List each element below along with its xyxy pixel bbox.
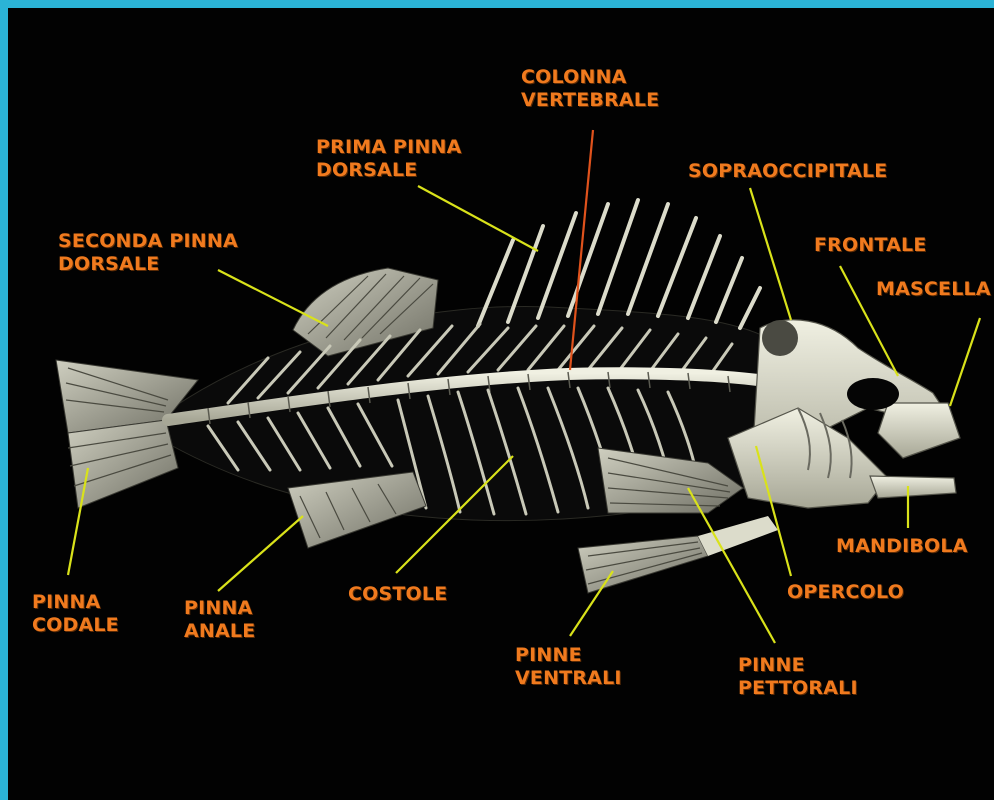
label-seconda-pinna-dorsale-line2: DORSALE <box>58 253 238 276</box>
label-sopraoccipitale-text: SOPRAOCCIPITALE <box>688 160 887 183</box>
label-pinne-pettorali: PINNE PETTORALI <box>738 654 858 700</box>
pointer-pinne-pettorali <box>688 488 775 643</box>
skull <box>728 320 960 508</box>
label-sopraoccipitale: SOPRAOCCIPITALE <box>688 160 887 183</box>
label-costole-text: COSTOLE <box>348 583 447 606</box>
label-pinna-codale-line1: PINNA <box>32 591 119 614</box>
label-frontale: FRONTALE <box>814 234 927 257</box>
label-opercolo: OPERCOLO <box>787 581 904 604</box>
pointer-prima-pinna-dorsale <box>418 186 538 251</box>
label-prima-pinna-dorsale-line1: PRIMA PINNA <box>316 136 462 159</box>
label-pinne-ventrali-line2: VENTRALI <box>515 667 622 690</box>
pointer-seconda-pinna-dorsale <box>218 270 328 326</box>
label-mandibola: MANDIBOLA <box>836 535 968 558</box>
ventral-fin <box>578 516 778 593</box>
label-prima-pinna-dorsale-line2: DORSALE <box>316 159 462 182</box>
label-pinne-ventrali-line1: PINNE <box>515 644 622 667</box>
label-mandibola-text: MANDIBOLA <box>836 535 968 558</box>
label-frontale-text: FRONTALE <box>814 234 927 257</box>
label-pinna-codale-line2: CODALE <box>32 614 119 637</box>
label-pinna-anale: PINNA ANALE <box>184 597 255 643</box>
label-costole: COSTOLE <box>348 583 447 606</box>
label-pinna-codale: PINNA CODALE <box>32 591 119 637</box>
label-pinne-pettorali-line1: PINNE <box>738 654 858 677</box>
pointer-pinna-anale <box>218 516 303 591</box>
label-seconda-pinna-dorsale: SECONDA PINNA DORSALE <box>58 230 238 276</box>
label-opercolo-text: OPERCOLO <box>787 581 904 604</box>
slide-canvas: COLONNA VERTEBRALE PRIMA PINNA DORSALE S… <box>8 8 994 800</box>
label-pinna-anale-line2: ANALE <box>184 620 255 643</box>
label-colonna-vertebrale-line2: VERTEBRALE <box>521 89 659 112</box>
label-prima-pinna-dorsale: PRIMA PINNA DORSALE <box>316 136 462 182</box>
label-mascella: MASCELLA <box>876 278 991 301</box>
label-mascella-text: MASCELLA <box>876 278 991 301</box>
label-colonna-vertebrale-line1: COLONNA <box>521 66 659 89</box>
eye-socket <box>847 378 899 410</box>
pointer-sopraoccipitale <box>750 188 791 320</box>
label-seconda-pinna-dorsale-line1: SECONDA PINNA <box>58 230 238 253</box>
label-pinne-ventrali: PINNE VENTRALI <box>515 644 622 690</box>
label-pinne-pettorali-line2: PETTORALI <box>738 677 858 700</box>
occipital-bulge <box>762 320 798 356</box>
label-pinna-anale-line1: PINNA <box>184 597 255 620</box>
pointer-mascella <box>950 318 980 406</box>
label-colonna-vertebrale: COLONNA VERTEBRALE <box>521 66 659 112</box>
